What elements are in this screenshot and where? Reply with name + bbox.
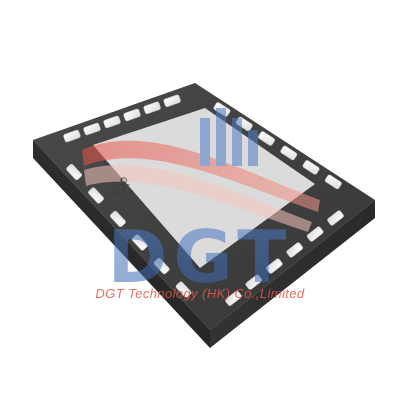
- chip-right-side: [210, 200, 375, 348]
- pin-pad: [163, 94, 181, 107]
- watermark-logo-text: DGT: [108, 215, 293, 299]
- pin-pad: [143, 101, 161, 115]
- pin-pad: [66, 163, 82, 181]
- pin-pad: [245, 274, 263, 290]
- pin-pad: [110, 210, 126, 228]
- anchor-icon: ⚓: [112, 173, 135, 203]
- pin-pad: [306, 226, 324, 242]
- pin-pad: [103, 115, 121, 129]
- pin-pads: [63, 94, 344, 306]
- pin-pad: [324, 174, 342, 190]
- watermark-stripe-red: [82, 140, 320, 212]
- pin-pad: [225, 290, 242, 306]
- watermark-stripe-light: [84, 165, 312, 232]
- pin-pad: [153, 258, 170, 275]
- pin-pad: [266, 258, 283, 274]
- watermark-logo: ⚓: [82, 108, 320, 232]
- pin-pad: [286, 242, 303, 258]
- watermark-bar: [248, 130, 258, 166]
- pin-pad: [63, 129, 81, 143]
- watermark-bar: [216, 108, 226, 166]
- pin-pad: [131, 234, 148, 251]
- watermark-bar: [232, 118, 242, 166]
- pin-pad: [88, 187, 104, 204]
- chip-left-side: [33, 140, 210, 348]
- watermark-bar: [200, 118, 210, 166]
- pin-pad: [302, 160, 320, 175]
- pin-pad: [258, 131, 275, 146]
- pin-pad: [327, 210, 344, 226]
- pin-pad: [280, 145, 298, 161]
- pin-pad: [123, 108, 141, 122]
- pin-pad: [83, 122, 101, 136]
- pin-pad: [175, 281, 192, 298]
